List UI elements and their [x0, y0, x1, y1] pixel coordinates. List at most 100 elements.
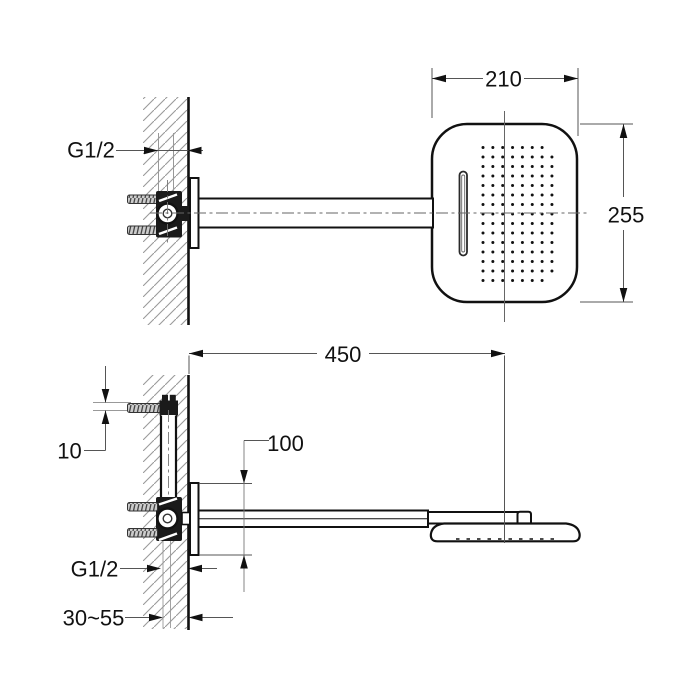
nozzle-dot: [501, 174, 505, 178]
nozzle-dot: [481, 231, 485, 235]
nozzle-dot: [530, 184, 534, 187]
nozzle-dot: [491, 241, 495, 244]
anchor-screw: [127, 502, 158, 512]
nozzle-dot: [550, 174, 554, 178]
nozzle-dot: [491, 203, 495, 206]
nozzle-dot: [511, 231, 515, 235]
dim-head-height: 255: [580, 123, 645, 303]
nozzle-dot: [520, 231, 524, 235]
top-view: G1/2: [67, 67, 645, 325]
nozzle-dot: [550, 260, 554, 263]
nozzle-dot: [511, 146, 515, 149]
nozzle-dot: [530, 203, 534, 206]
fitting-bolt: [169, 394, 176, 401]
nozzle-dot: [540, 241, 544, 244]
nozzle-dot: [540, 250, 544, 254]
nozzle-dot: [481, 250, 485, 254]
nozzle-dot: [491, 231, 495, 235]
arrow-icon: [240, 470, 248, 484]
supply-fitting: [159, 400, 178, 416]
nozzle-dot: [511, 165, 515, 168]
nozzle-dot: [550, 193, 554, 197]
anchor-screw: [127, 225, 158, 235]
arrow-icon: [189, 349, 203, 358]
nozzle-dot: [511, 184, 515, 187]
nozzle-dot: [530, 231, 534, 235]
bracket-bore: [162, 513, 173, 524]
nozzle-dot: [540, 222, 544, 225]
nozzle-dot: [481, 155, 485, 159]
nozzle-dot: [511, 279, 515, 282]
nozzle-dot: [550, 231, 554, 235]
nozzle-dot: [491, 174, 495, 178]
nozzle-dot: [501, 155, 505, 159]
nozzle-dot: [481, 241, 485, 244]
nozzle-dot: [491, 260, 495, 263]
nozzle-dot: [511, 203, 515, 206]
nozzle-dot: [520, 155, 524, 159]
nozzle-dot: [511, 269, 515, 273]
plate-height-label: 100: [267, 431, 304, 456]
nozzle-dot: [511, 155, 515, 159]
nozzle-dot: [540, 155, 544, 159]
nozzle-dot: [501, 231, 505, 235]
nozzle-dot: [540, 165, 544, 168]
nozzle-dot: [540, 174, 544, 178]
nozzle-dot: [501, 184, 505, 187]
arrow-icon: [432, 74, 446, 83]
nozzle-dot: [481, 203, 485, 206]
nozzle-dot: [491, 184, 495, 187]
bottom-view: 450 10: [57, 342, 581, 631]
nozzle-dot: [491, 269, 495, 273]
head-width-label: 210: [485, 67, 522, 92]
dim-wall-depth: 30~55: [63, 606, 233, 631]
bracket-clip: [158, 532, 178, 542]
arrow-icon: [147, 564, 161, 573]
nozzle-dot: [550, 222, 554, 225]
bracket-clip: [158, 497, 178, 506]
bracket-clip: [158, 226, 178, 236]
thread-label-top: G1/2: [67, 138, 115, 163]
wall-depth-label: 30~55: [63, 606, 125, 631]
arrow-icon: [188, 564, 202, 573]
nozzle-dot: [520, 184, 524, 187]
nozzle-dot: [540, 260, 544, 263]
nozzle-dot: [520, 250, 524, 254]
nozzle-dot: [511, 193, 515, 197]
nozzle-dot: [530, 260, 534, 263]
arrow-icon: [240, 555, 248, 569]
nozzle-dot: [520, 174, 524, 178]
dim-screw-offset: 10: [57, 366, 131, 464]
nozzle-dot: [530, 279, 534, 282]
nozzle-dot: [511, 260, 515, 263]
dim-arm-length: 450: [188, 342, 505, 374]
dim-head-width: 210: [431, 67, 579, 136]
nozzle-dot: [501, 250, 505, 254]
nozzle-dot: [550, 165, 554, 168]
head-height-label: 255: [608, 203, 645, 228]
nozzle-dot: [540, 146, 544, 149]
nozzle-dot: [550, 203, 554, 206]
arrow-icon: [101, 410, 110, 424]
nozzle-dot: [520, 260, 524, 263]
nozzle-dot: [501, 222, 505, 225]
nozzle-dot: [491, 165, 495, 168]
nozzle-dot: [550, 241, 554, 244]
nozzle-dot: [501, 146, 505, 149]
arrow-icon: [491, 349, 505, 358]
nozzle-dot: [550, 269, 554, 273]
anchor-screw: [127, 194, 158, 204]
nozzle-dot: [530, 269, 534, 273]
nozzle-dot: [540, 193, 544, 197]
nozzle-dot: [491, 279, 495, 282]
nozzle-dot: [501, 279, 505, 282]
nozzle-dot: [530, 155, 534, 159]
nozzle-dot: [550, 184, 554, 187]
arrow-icon: [564, 74, 578, 83]
nozzle-dot: [520, 146, 524, 149]
nozzle-dot: [520, 279, 524, 282]
wall-plate-bottom: [189, 482, 200, 556]
nozzle-dot: [491, 250, 495, 254]
nozzle-dot: [530, 146, 534, 149]
nozzle-dot: [520, 165, 524, 168]
